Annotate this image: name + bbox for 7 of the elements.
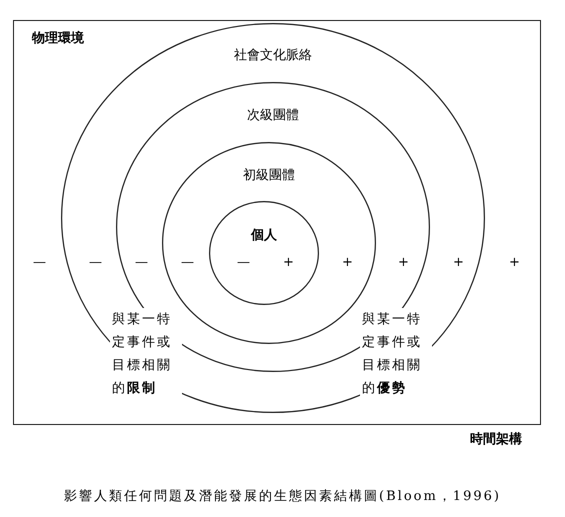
- ring-label: 初級團體: [241, 168, 297, 183]
- axis-label: 時間架構: [470, 432, 522, 448]
- region-heading: 物理環境: [32, 31, 84, 47]
- ring-label: 次級團體: [245, 108, 301, 123]
- ring-label: 個人: [249, 228, 279, 243]
- ring-label: 社會文化脈絡: [232, 48, 314, 63]
- caption: 影響人類任何問題及潛能發展的生態因素結構圖(Bloom，1996): [64, 489, 501, 505]
